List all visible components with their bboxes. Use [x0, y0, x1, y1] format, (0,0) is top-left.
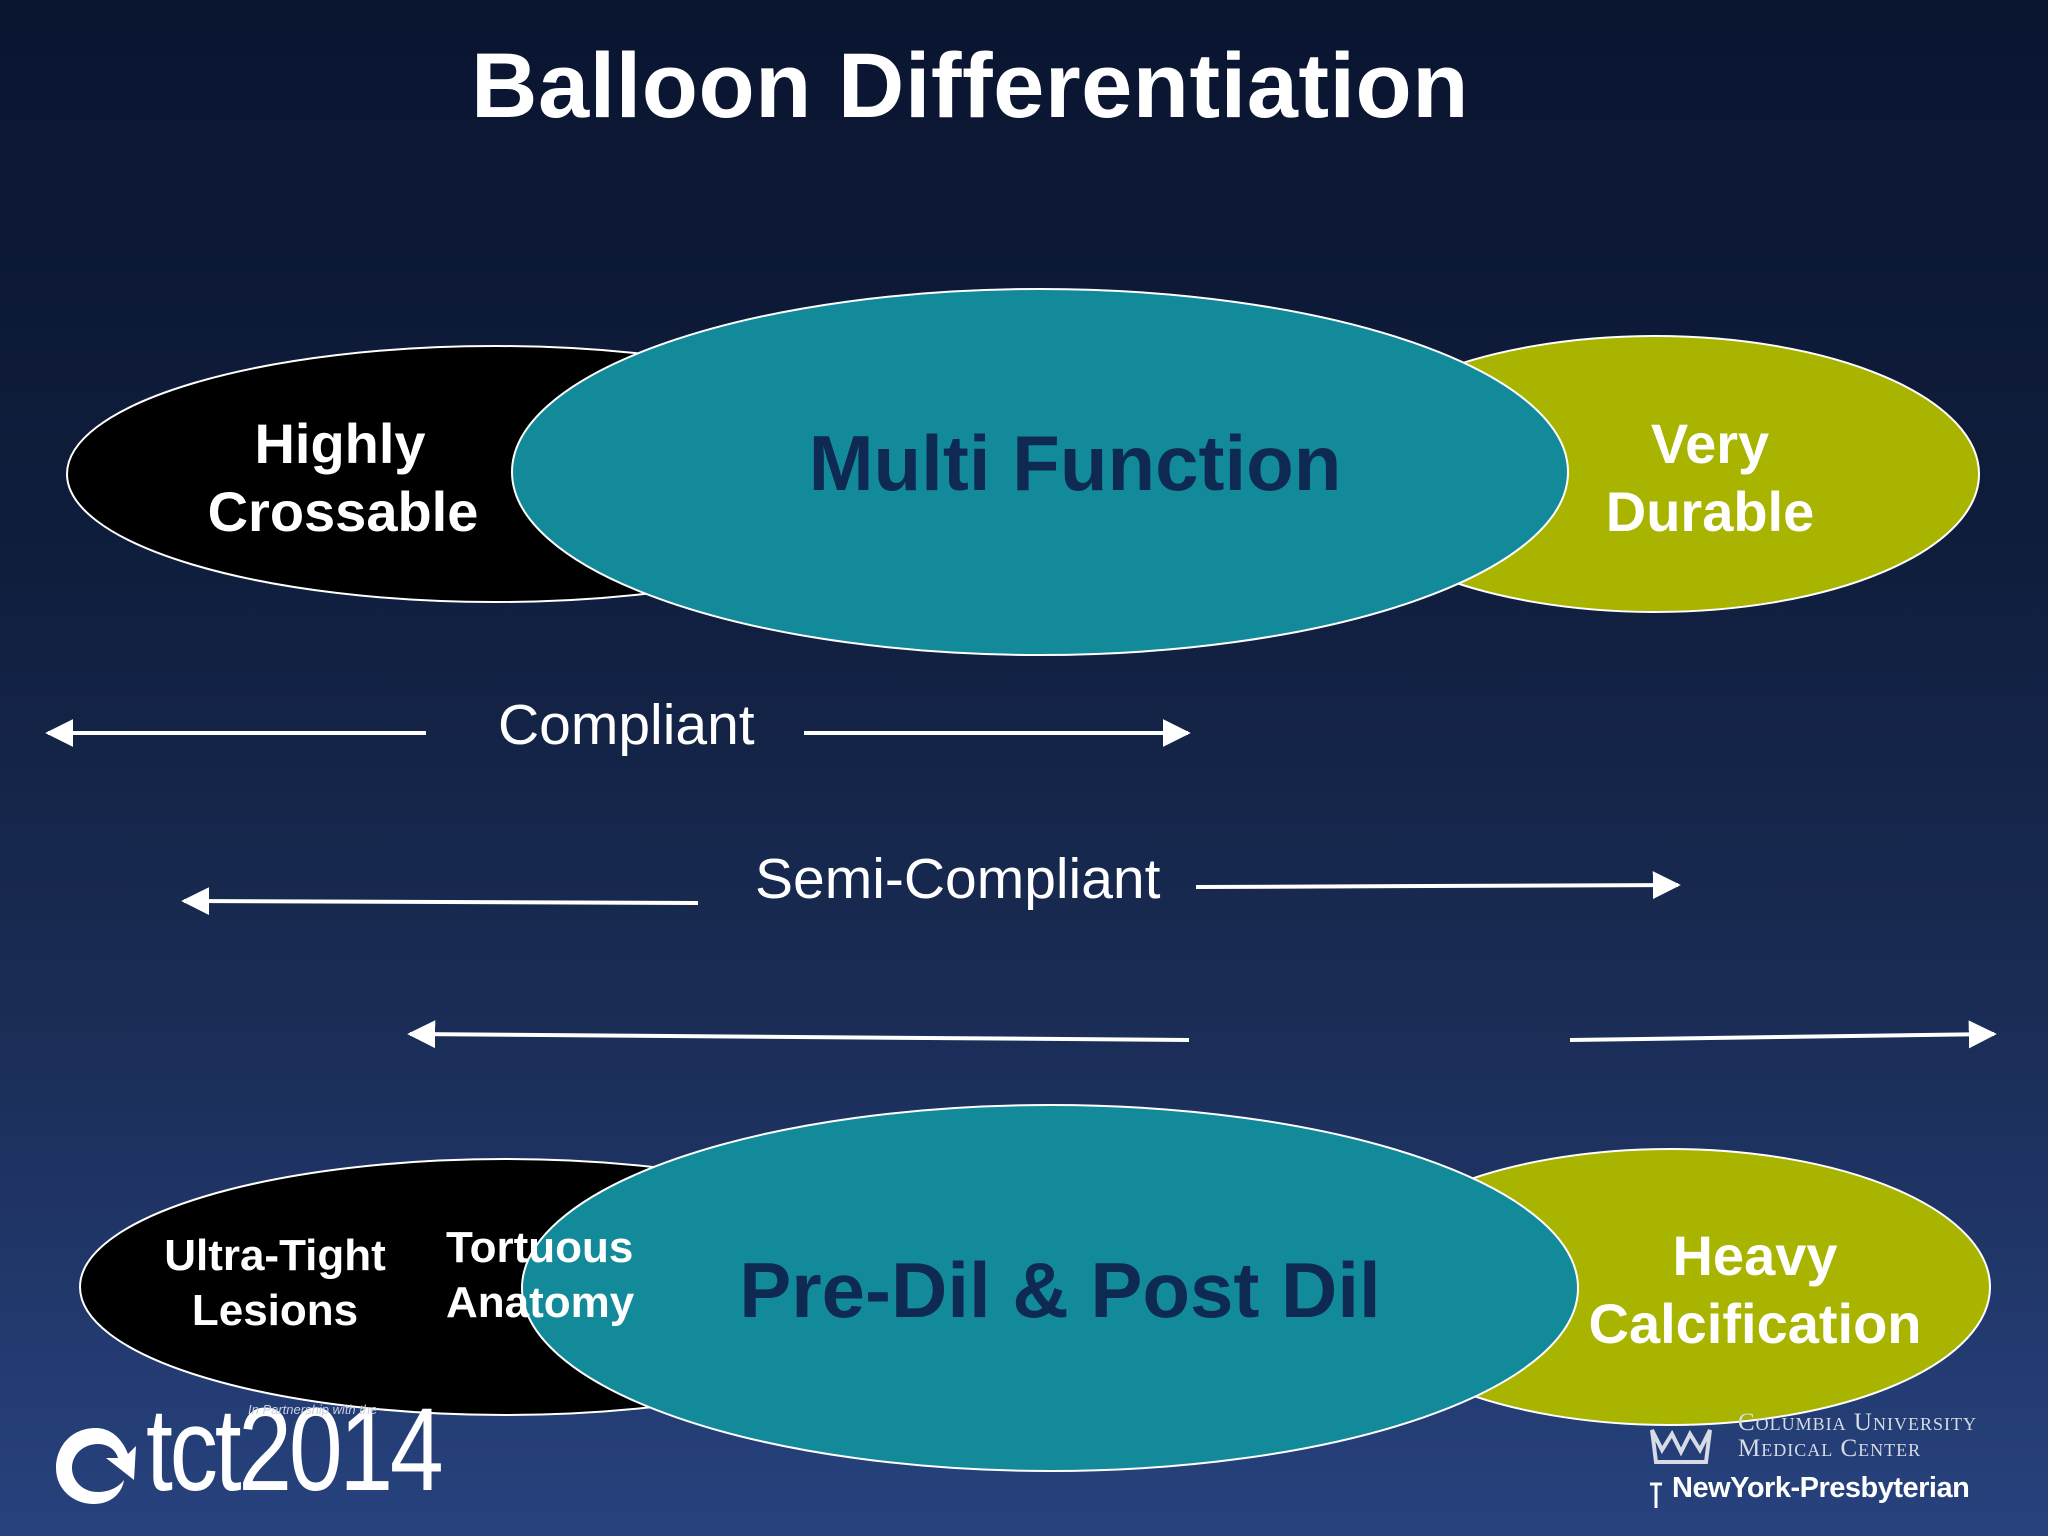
- highly-crossable-line2: Crossable: [207, 480, 479, 543]
- tct-partner-text: In Partnership with the: [248, 1402, 378, 1417]
- multi-function-ellipse: [511, 288, 1569, 656]
- non-compliant-arrow-right: [1569, 1020, 1997, 1049]
- ultra-tight-line1: Ultra-Tight: [164, 1231, 386, 1280]
- cumc-logo-text: Columbia University Medical Center: [1738, 1410, 1977, 1462]
- tortuous-anatomy-label: Tortuous Anatomy: [440, 1220, 650, 1330]
- nyp-mark-icon: [1650, 1482, 1662, 1508]
- heavy-calcification-line1: Heavy: [1672, 1224, 1838, 1287]
- multi-function-label: Multi Function: [808, 419, 1342, 507]
- tct-swirl-icon: [56, 1428, 136, 1504]
- semi-compliant-arrow-right: [1195, 871, 1681, 900]
- tct-logo: tct2014 In Partnership with the: [48, 1384, 444, 1518]
- nyp-logo-text: NewYork-Presbyterian: [1672, 1472, 1970, 1504]
- very-durable-line1: Very: [1650, 412, 1770, 475]
- compliant-label: Compliant: [498, 693, 755, 757]
- ultra-tight-label: Ultra-Tight Lesions: [140, 1228, 410, 1338]
- cumc-line1: Columbia University: [1738, 1409, 1977, 1436]
- pre-post-dil-ellipse: [521, 1104, 1579, 1472]
- semi-compliant-label: Semi-Compliant: [755, 847, 1161, 911]
- slide-title: Balloon Differentiation: [471, 35, 1469, 137]
- cumc-crown-icon: [1650, 1429, 1712, 1464]
- heavy-calcification-label: Heavy Calcification: [1570, 1222, 1940, 1358]
- very-durable-label: Very Durable: [1590, 410, 1830, 546]
- pre-post-dil-label: Pre-Dil & Post Dil: [739, 1246, 1381, 1334]
- heavy-calcification-line2: Calcification: [1588, 1292, 1922, 1355]
- tortuous-anatomy-line1: Tortuous: [446, 1223, 634, 1272]
- tct-logo-text: tct2014: [146, 1384, 444, 1516]
- tortuous-anatomy-line2: Anatomy: [446, 1278, 635, 1327]
- cumc-line2: Medical Center: [1738, 1435, 1922, 1462]
- very-durable-line2: Durable: [1605, 480, 1815, 543]
- semi-compliant-arrow-left: [181, 887, 699, 916]
- highly-crossable-line1: Highly: [254, 412, 426, 475]
- non-compliant-arrow-left: [407, 1020, 1190, 1049]
- ultra-tight-line2: Lesions: [191, 1286, 359, 1335]
- highly-crossable-label: Highly Crossable: [200, 410, 480, 546]
